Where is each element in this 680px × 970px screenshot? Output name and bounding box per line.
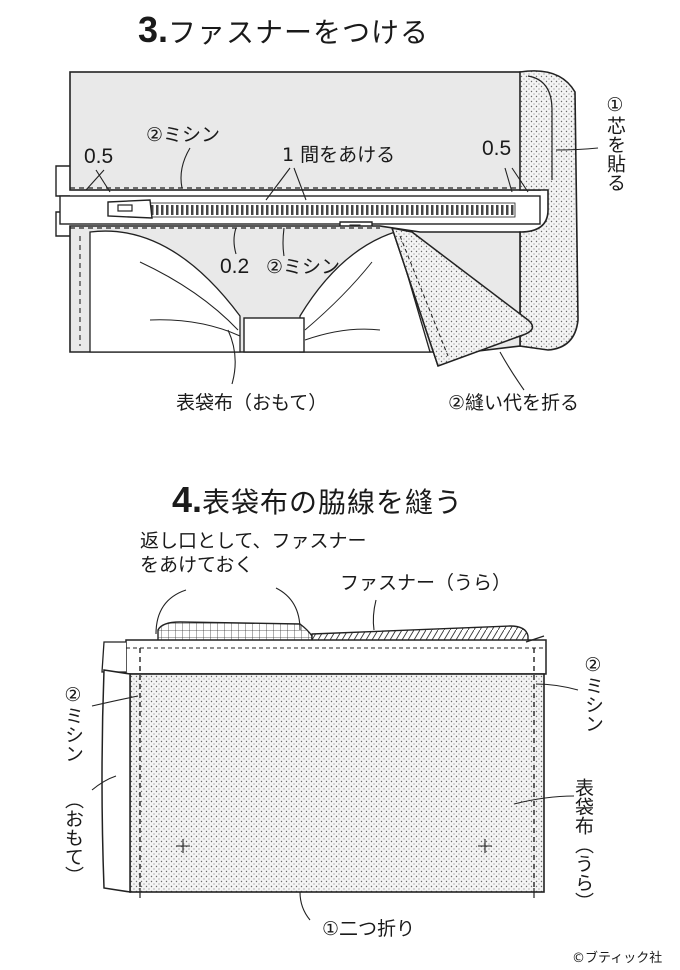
label-fold-allowance: ②縫い代を折る [448,392,580,414]
label-gap: 1 間をあける [282,144,396,166]
outer-fabric-body [129,673,545,893]
label-outer-fabric: 表袋布（おもて） [176,392,328,414]
label-zipper-back: ファスナー（うら） [340,572,512,594]
label-front-side: （おもて） [61,790,84,885]
bow-motif [89,230,241,353]
top-band [125,639,547,675]
step4-title: 4.表袋布の脇線を縫う [172,482,463,518]
step3-title: 3.ファスナーをつける [138,12,429,48]
step4-title-text: 表袋布の脇線を縫う [202,486,464,519]
label-margin-left: 0.5 [84,145,114,168]
upper-fabric-panel [69,71,541,191]
step3-number: 3. [138,9,169,50]
label-interfacing: ①芯を貼る [603,94,626,192]
copyright-credit: ©ブティック社 [572,951,663,966]
label-sew-left: ②ミシン [61,684,84,763]
interfacing-wrap [519,70,579,351]
label-margin-right: 0.5 [482,137,512,160]
label-sew-bottom: ②ミシン [266,256,341,278]
label-sew-right: ②ミシン [581,654,604,733]
label-margin-bottom: 0.2 [220,255,250,278]
label-fold-two: ①二つ折り [322,918,416,940]
label-sew-top: ②ミシン [146,124,221,146]
step4-number: 4. [172,479,203,520]
label-opening-line1: 返し口として、ファスナー [140,530,367,552]
bow-knot [243,317,305,353]
step3-title-text: ファスナーをつける [168,16,430,49]
label-opening-line2: をあけておく [140,554,254,576]
left-front-strip [101,669,131,893]
label-outer-fabric-back: 表袋布（うら） [571,778,594,911]
